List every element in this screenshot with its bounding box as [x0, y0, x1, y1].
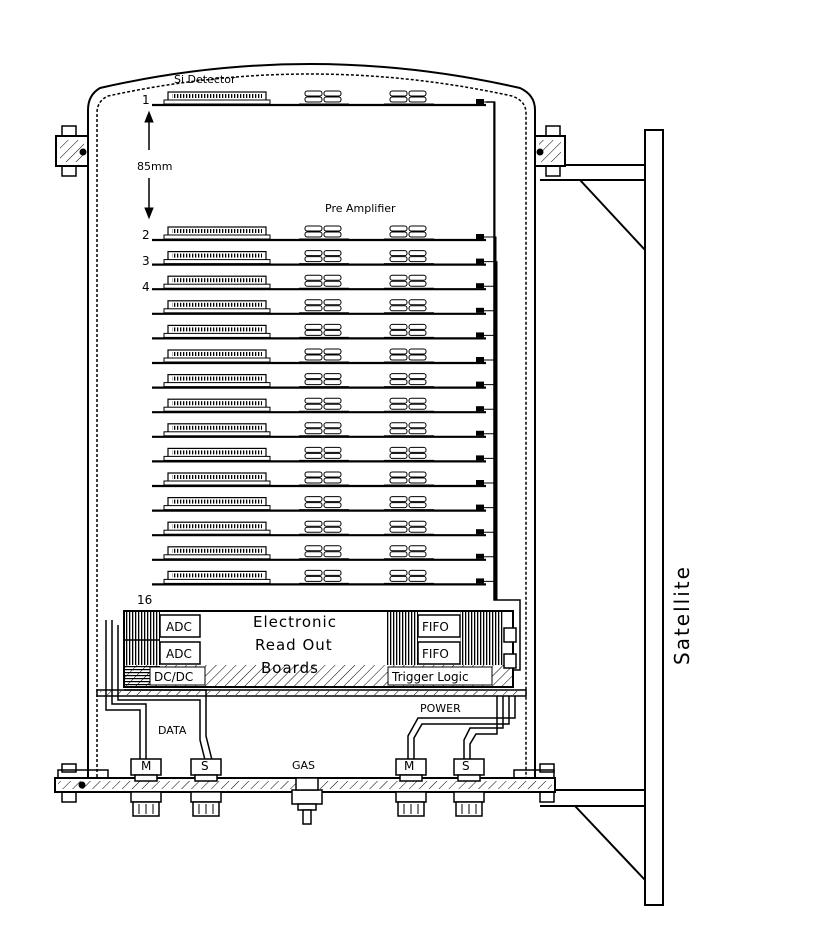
dcdc-label: DC/DC	[154, 670, 193, 684]
power-label: POWER	[420, 702, 461, 715]
si-detector-label: Si Detector	[174, 73, 236, 86]
detector-layer-12	[152, 471, 498, 600]
electronic-label-2: Read Out	[255, 636, 333, 654]
fifo-label-1: FIFO	[422, 620, 449, 634]
connector-power-m-label: M	[404, 759, 414, 773]
electronics-box	[123, 610, 517, 688]
spacing-label: 85mm	[137, 160, 172, 173]
adc-box-1	[159, 614, 201, 638]
adc-box-2	[159, 641, 201, 665]
layer-number-3: 3	[142, 254, 150, 268]
detector-layer-6	[152, 323, 498, 600]
connector-power-m	[395, 758, 427, 817]
detector-layer-13	[152, 496, 496, 600]
detector-layer-16	[152, 569, 496, 600]
connector-data-s	[190, 758, 222, 817]
vessel-outer-wall	[87, 63, 536, 782]
electronic-label-3: Boards	[261, 659, 319, 677]
detector-layer-7	[152, 348, 496, 600]
dcdc-box	[149, 666, 206, 686]
electronic-label-1: Electronic	[253, 613, 337, 631]
adc-label-2: ADC	[166, 647, 192, 661]
detector-layer-3	[152, 250, 498, 600]
adc-label-1: ADC	[166, 620, 192, 634]
connectors	[130, 758, 485, 817]
detector-layer-9	[152, 397, 498, 600]
detector-stack	[152, 90, 513, 601]
trigger-box	[387, 666, 493, 686]
gas-valve	[291, 777, 323, 825]
detector-layer-8	[152, 373, 497, 600]
connector-power-s-label: S	[462, 759, 470, 773]
cabling	[96, 599, 527, 761]
gas-label: GAS	[292, 759, 315, 772]
layer-number-4: 4	[142, 280, 150, 294]
vessel-inner-wall	[96, 73, 527, 782]
detector-layer-15	[152, 545, 498, 600]
layer-number-2: 2	[142, 228, 150, 242]
layer-number-16: 16	[137, 593, 152, 607]
data-label: DATA	[158, 724, 187, 737]
connector-data-m-label: M	[141, 759, 151, 773]
trigger-label: Trigger Logic	[391, 670, 469, 684]
layer-number-1: 1	[142, 93, 150, 107]
detector-layer-11	[152, 446, 497, 600]
detector-layer-10	[152, 422, 496, 600]
detector-layer-2	[152, 225, 497, 600]
detector-layer-5	[152, 299, 497, 600]
connector-data-s-label: S	[201, 759, 209, 773]
spacing-arrow	[144, 110, 154, 220]
connector-data-m	[130, 758, 162, 817]
detector-layer-1	[152, 90, 496, 600]
satellite-wall	[644, 129, 664, 906]
pre-amplifier-label: Pre Amplifier	[325, 202, 396, 215]
connector-power-s	[453, 758, 485, 817]
satellite-label: Satellite	[670, 565, 694, 665]
fifo-label-2: FIFO	[422, 647, 449, 661]
satellite-structure	[540, 129, 664, 906]
detector-layer-14	[152, 520, 497, 600]
